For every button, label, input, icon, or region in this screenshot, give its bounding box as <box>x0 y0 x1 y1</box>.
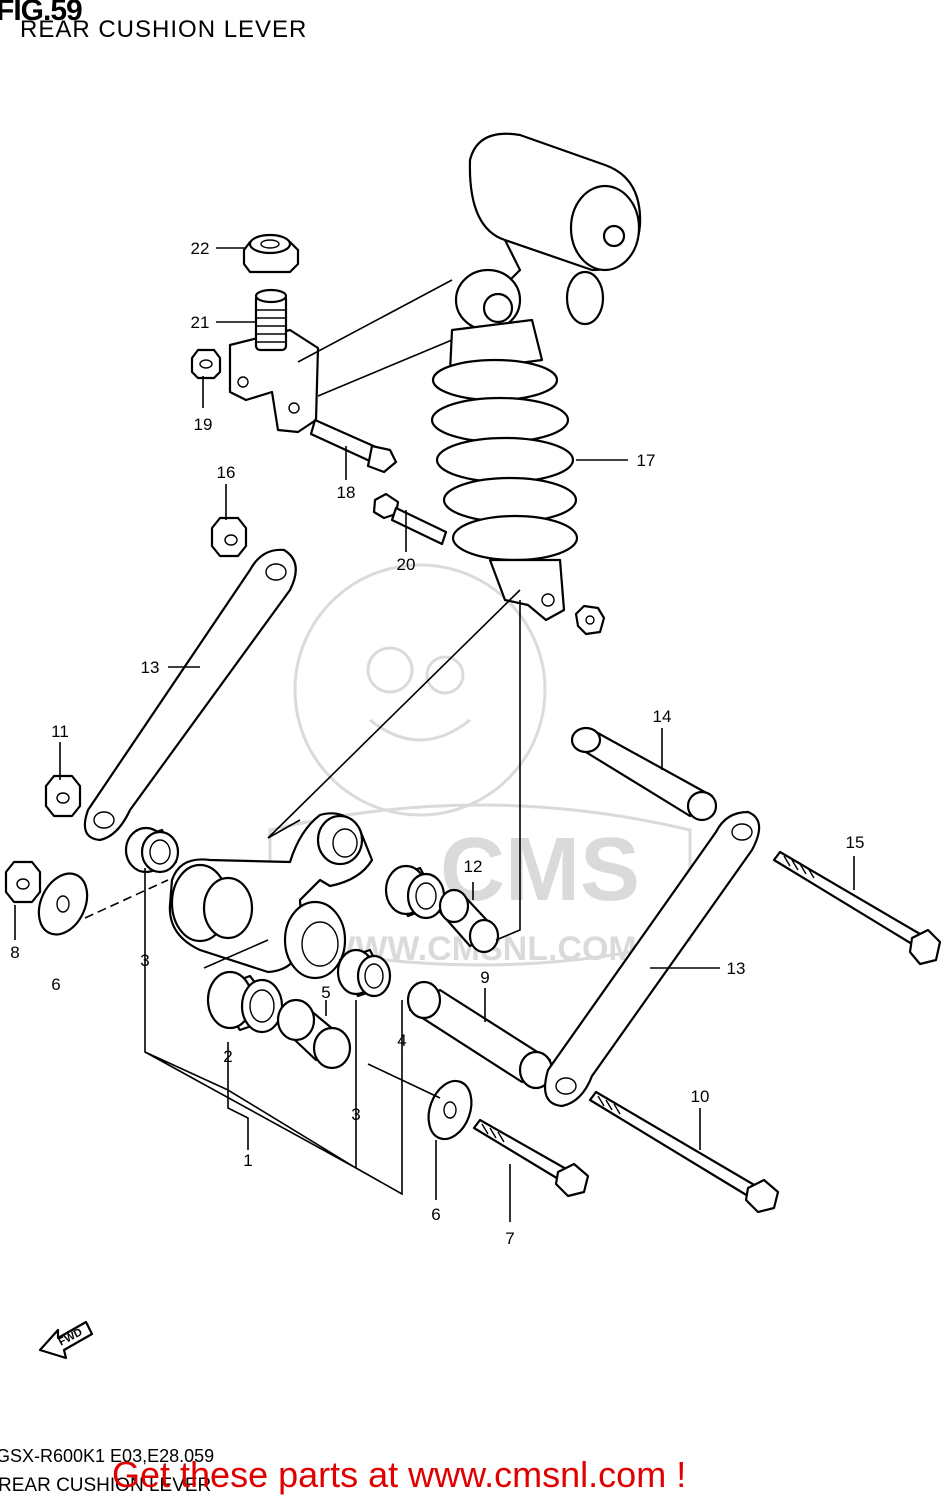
callout-7: 7 <box>505 1229 514 1248</box>
callout-6-right: 6 <box>431 1205 440 1224</box>
rear-shock-17 <box>430 132 642 622</box>
bracket-21 <box>228 288 320 434</box>
nut-22 <box>242 233 300 274</box>
callout-10: 10 <box>691 1087 710 1106</box>
assembly-lines <box>84 279 521 1099</box>
leader-lines <box>14 247 855 1222</box>
callout-labels: 22 21 19 16 18 20 17 13 11 14 12 15 13 8… <box>10 239 864 1248</box>
callout-8: 8 <box>10 943 19 962</box>
diagram-code: GSX-R600K1 E03,E28.059 <box>0 1446 215 1466</box>
forward-arrow: FWD <box>38 1320 94 1360</box>
figure-number: FIG.59 <box>0 0 83 27</box>
callout-22: 22 <box>191 239 210 258</box>
bearing-4 <box>384 864 446 920</box>
diagram-footer-title: REAR CUSHION LEVER <box>0 1475 212 1496</box>
nut-8 <box>4 860 42 904</box>
watermark-mascot-eye <box>425 655 465 695</box>
link-rod-13-right <box>544 810 761 1108</box>
bolt-20 <box>372 492 448 546</box>
callout-17: 17 <box>637 451 656 470</box>
callout-16: 16 <box>217 463 236 482</box>
bolt-15 <box>772 850 941 966</box>
washer-6-right <box>427 1079 473 1141</box>
nut-16 <box>210 516 248 558</box>
spacer-12 <box>438 888 500 954</box>
spacer-5 <box>276 998 352 1070</box>
callout-21: 21 <box>191 313 210 332</box>
callout-2: 2 <box>223 1047 232 1066</box>
shock-lower-nut <box>574 604 606 636</box>
callout-13-right: 13 <box>727 959 746 978</box>
callout-4: 4 <box>397 1031 406 1050</box>
callout-13-left: 13 <box>141 658 160 677</box>
watermark-mascot-head <box>293 563 547 817</box>
callout-18: 18 <box>337 483 356 502</box>
callout-15: 15 <box>846 833 865 852</box>
callout-19: 19 <box>194 415 213 434</box>
bearing-3-lower <box>336 948 392 998</box>
callout-12: 12 <box>464 857 483 876</box>
callout-14: 14 <box>653 707 672 726</box>
figure-title: REAR CUSHION LEVER <box>20 16 308 43</box>
callout-11: 11 <box>51 722 69 741</box>
pipe-9 <box>406 980 554 1090</box>
callout-5: 5 <box>321 983 330 1002</box>
nut-19 <box>190 348 222 380</box>
cushion-lever-1 <box>168 812 374 980</box>
bolt-18 <box>309 418 398 474</box>
callout-3-upper: 3 <box>140 951 149 970</box>
callout-1: 1 <box>243 1151 252 1170</box>
watermark-badge <box>268 803 692 967</box>
callout-6-left: 6 <box>51 975 60 994</box>
pipe-14 <box>570 726 718 822</box>
callout-3-lower: 3 <box>351 1105 360 1124</box>
callout-9: 9 <box>480 968 489 987</box>
bolt-10 <box>588 1090 780 1214</box>
bolt-7 <box>472 1118 590 1198</box>
watermark-brand: CMS <box>440 820 640 920</box>
nut-11 <box>44 774 82 818</box>
bearing-2 <box>206 970 284 1034</box>
promo-link[interactable]: Get these parts at www.cmsnl.com ! <box>112 1454 687 1495</box>
washer-6-left <box>37 872 89 936</box>
watermark-mascot-eye <box>366 646 414 694</box>
callout-20: 20 <box>397 555 416 574</box>
link-rod-13-left <box>83 548 297 842</box>
bearing-3-upper <box>124 826 180 874</box>
